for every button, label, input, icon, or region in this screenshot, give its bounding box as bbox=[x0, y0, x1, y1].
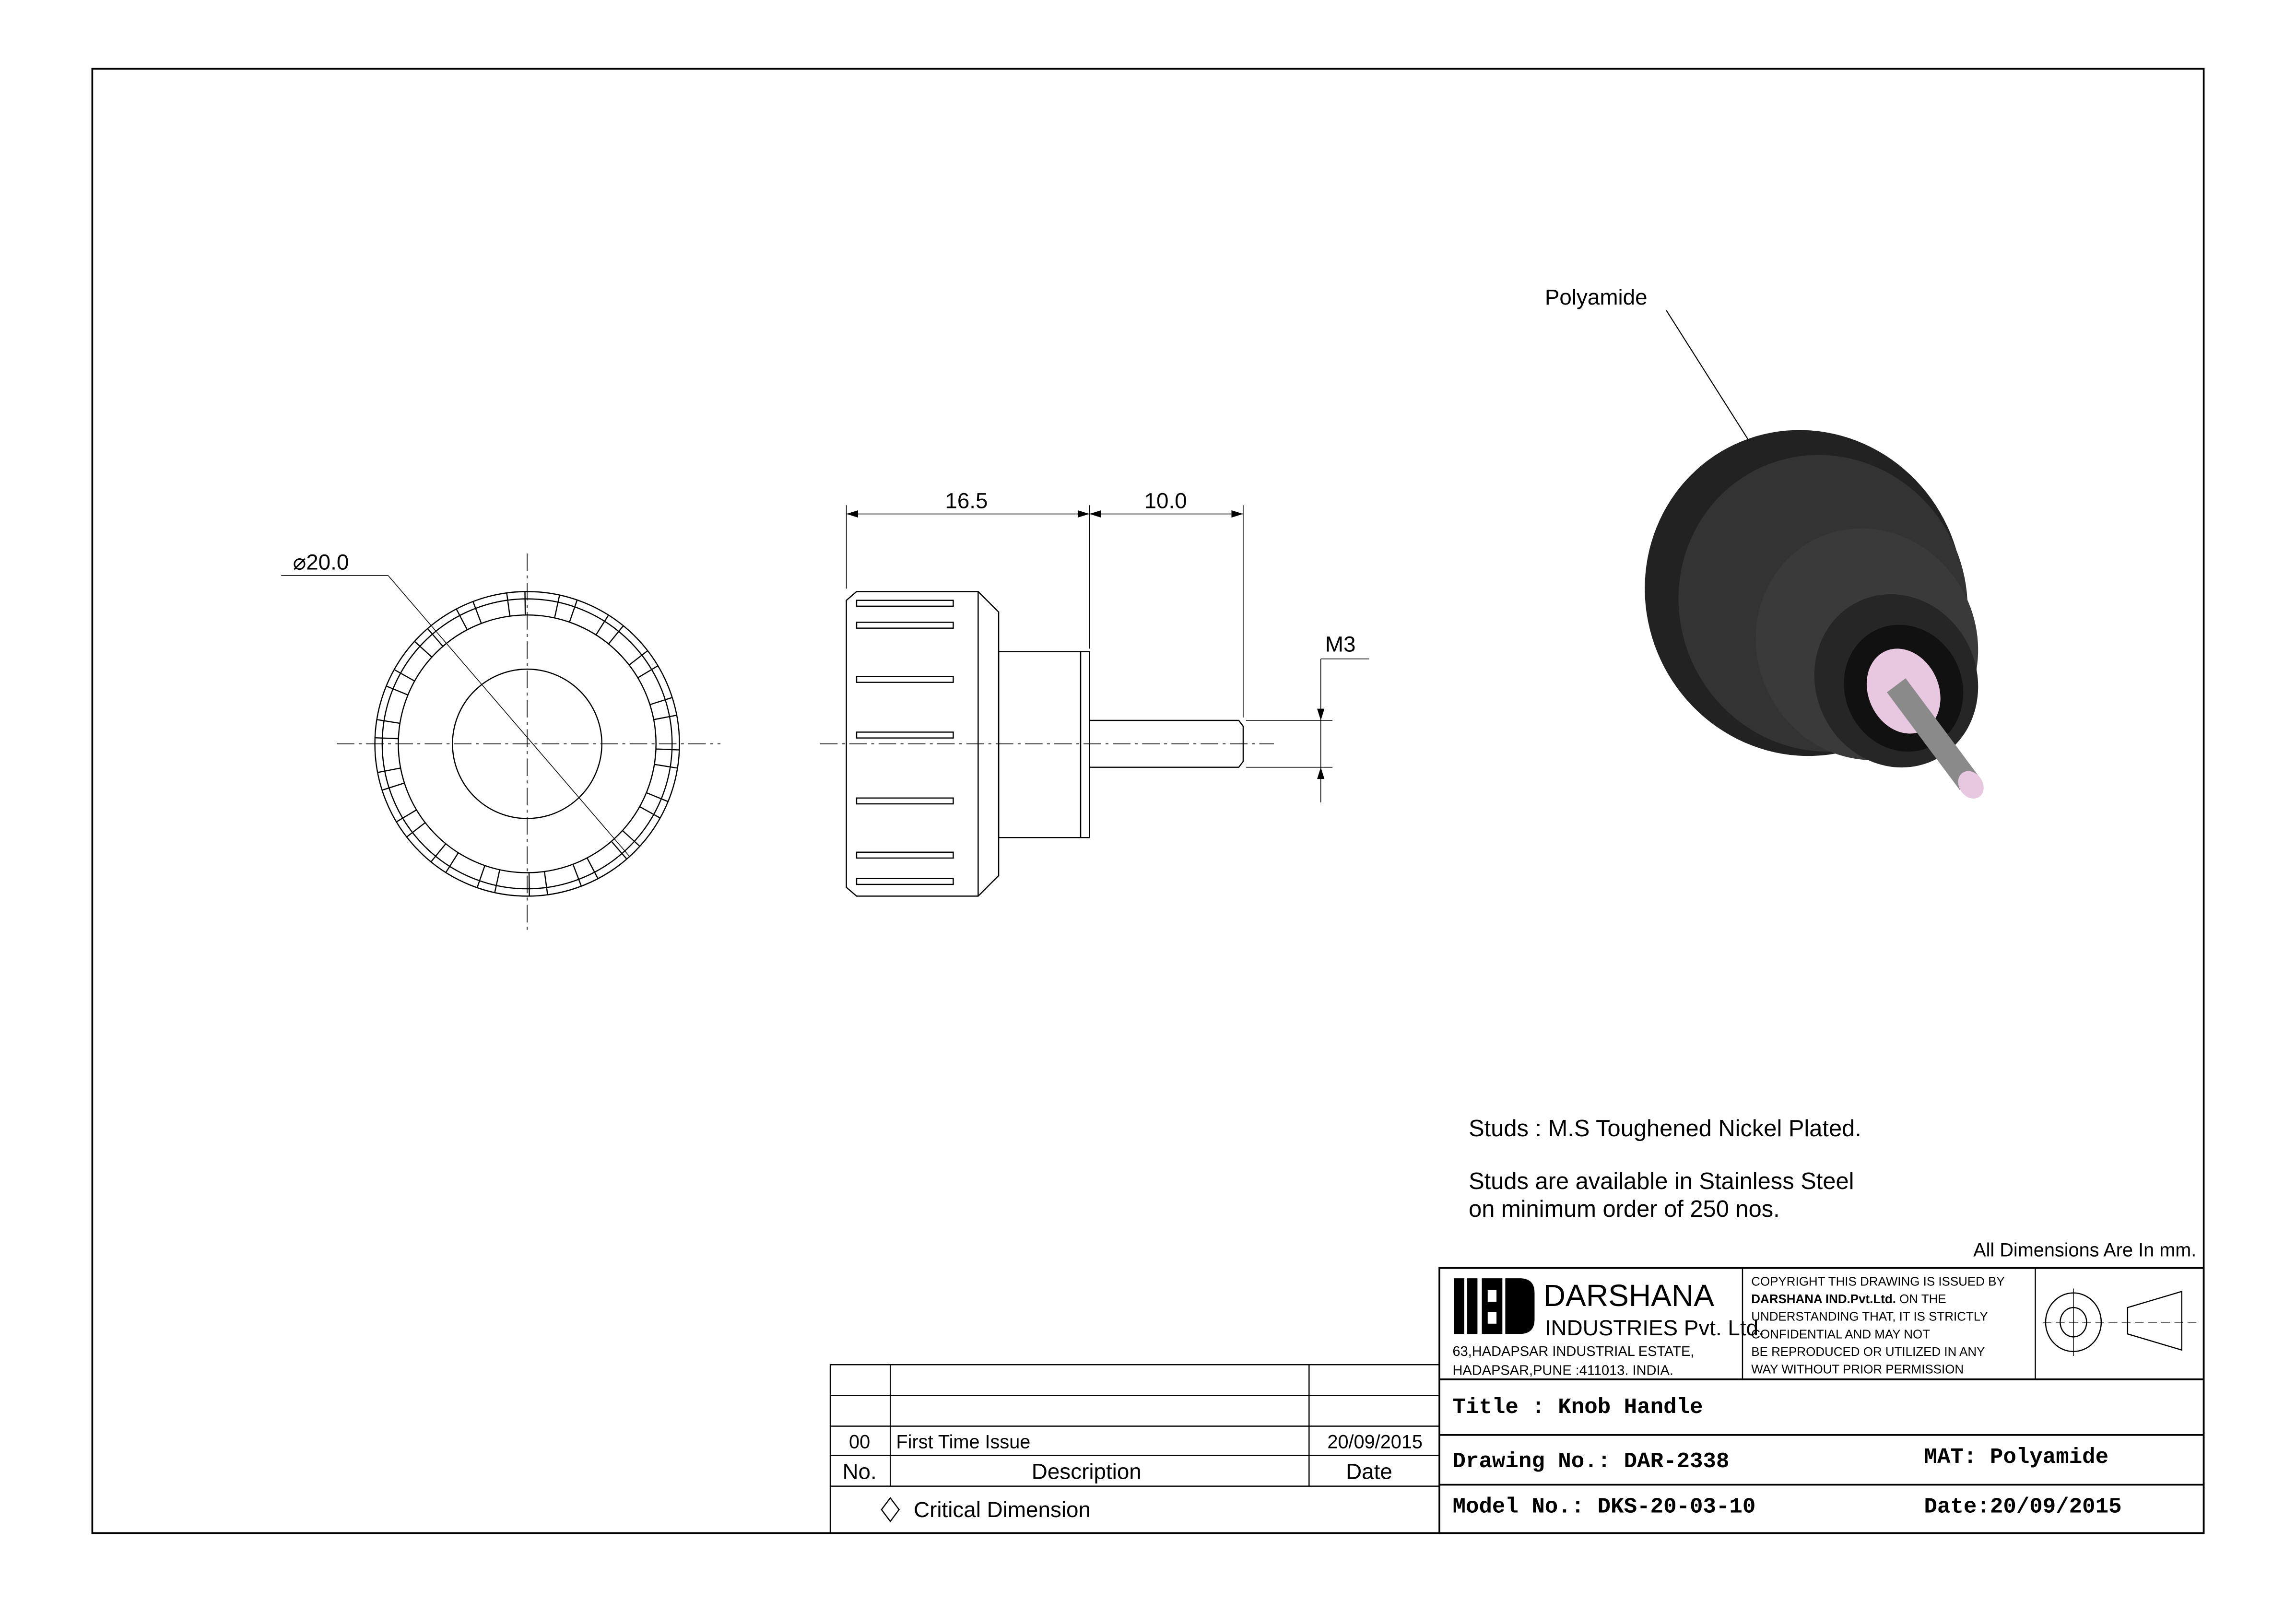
rib-line bbox=[394, 669, 415, 682]
header-no: No. bbox=[842, 1459, 876, 1483]
groove bbox=[856, 797, 954, 805]
drawing-number: Drawing No.: DAR-2338 bbox=[1452, 1449, 1729, 1474]
side-view: 16.5 10.0 M3 bbox=[820, 488, 1369, 897]
rib-line bbox=[445, 852, 459, 873]
company-name: DARSHANA bbox=[1543, 1278, 1714, 1313]
isometric-render: Polyamide bbox=[1545, 285, 1984, 799]
rib-line bbox=[656, 748, 680, 751]
projection-symbol-icon bbox=[2042, 1288, 2197, 1356]
title-block: DARSHANA INDUSTRIES Pvt. Ltd. 63,HADAPSA… bbox=[1438, 1267, 2205, 1534]
material-callout: Polyamide bbox=[1545, 285, 1648, 309]
stud-length-dimension: 10.0 bbox=[1144, 488, 1187, 513]
rib-line bbox=[494, 870, 501, 893]
rib-line bbox=[377, 719, 400, 724]
diameter-dimension: ⌀20.0 bbox=[293, 550, 349, 575]
header-description: Description bbox=[1032, 1459, 1142, 1483]
rib-line bbox=[628, 650, 648, 666]
rib-line bbox=[653, 714, 677, 720]
rib-line bbox=[595, 614, 609, 636]
rib-line bbox=[382, 782, 405, 791]
rib-line bbox=[608, 625, 624, 645]
revision-no: 00 bbox=[849, 1431, 870, 1452]
rib-line bbox=[572, 864, 582, 887]
company-address-1: 63,HADAPSAR INDUSTRIAL ESTATE, bbox=[1452, 1344, 1694, 1359]
drawing-title: Title : Knob Handle bbox=[1452, 1395, 1703, 1420]
rib-line bbox=[506, 593, 511, 616]
revision-description: First Time Issue bbox=[896, 1431, 1030, 1452]
rib-line bbox=[528, 872, 530, 896]
groove bbox=[856, 851, 954, 859]
availability-note-2: on minimum order of 250 nos. bbox=[1469, 1196, 1780, 1222]
rib-line bbox=[646, 792, 669, 802]
rib-line bbox=[430, 843, 447, 862]
diamond-icon bbox=[881, 1497, 900, 1522]
copyright-line: WAY WITHOUT PRIOR PERMISSION bbox=[1751, 1363, 1964, 1377]
rib-line bbox=[639, 806, 660, 819]
revision-date: 20/09/2015 bbox=[1327, 1431, 1423, 1452]
rib-line bbox=[586, 858, 599, 879]
groove bbox=[856, 622, 954, 629]
rib-line bbox=[472, 601, 482, 624]
rib-line bbox=[456, 609, 468, 630]
copyright-line: COPYRIGHT THIS DRAWING IS ISSUED BY bbox=[1751, 1275, 2004, 1288]
rib-line bbox=[649, 697, 672, 706]
rib-line bbox=[406, 822, 426, 838]
rib-line bbox=[414, 641, 433, 658]
groove bbox=[856, 878, 954, 885]
availability-note-1: Studs are available in Stainless Steel bbox=[1469, 1168, 1854, 1194]
copyright-line: DARSHANA IND.Pvt.Ltd. ON THE bbox=[1751, 1293, 1946, 1306]
rib-line bbox=[377, 767, 401, 773]
rib-line bbox=[427, 628, 444, 647]
thread-dimension: M3 bbox=[1325, 632, 1356, 657]
rib-line bbox=[637, 665, 659, 679]
rib-line bbox=[622, 830, 640, 847]
drawing-date: Date:20/09/2015 bbox=[1924, 1495, 2122, 1519]
rib-line bbox=[543, 871, 548, 895]
copyright-line: CONFIDENTIAL AND MAY NOT bbox=[1751, 1328, 1930, 1341]
company-logo bbox=[1454, 1278, 1535, 1334]
rib-line bbox=[654, 764, 678, 769]
groove bbox=[856, 731, 954, 739]
knob-length-dimension: 16.5 bbox=[945, 488, 988, 513]
studs-note: Studs : M.S Toughened Nickel Plated. bbox=[1469, 1116, 1861, 1142]
rib-line bbox=[554, 595, 560, 618]
units-note: All Dimensions Are In mm. bbox=[1973, 1239, 2196, 1260]
copyright-line: BE REPRODUCED OR UTILIZED IN ANY bbox=[1751, 1345, 1985, 1359]
critical-dimension-label: Critical Dimension bbox=[914, 1497, 1091, 1522]
material: MAT: Polyamide bbox=[1924, 1445, 2109, 1470]
rib-line bbox=[611, 841, 627, 859]
rib-line bbox=[375, 737, 399, 740]
rib-line bbox=[569, 600, 578, 623]
front-view: ⌀20.0 bbox=[281, 550, 721, 934]
groove bbox=[856, 600, 954, 607]
rib-line bbox=[386, 685, 408, 696]
rib-line bbox=[476, 865, 486, 888]
company-address-2: HADAPSAR,PUNE :411013. INDIA. bbox=[1452, 1363, 1673, 1378]
header-date: Date bbox=[1346, 1459, 1392, 1483]
company-subtitle: INDUSTRIES Pvt. Ltd. bbox=[1545, 1316, 1765, 1340]
groove bbox=[856, 676, 954, 683]
copyright-line: UNDERSTANDING THAT, IT IS STRICTLY bbox=[1751, 1310, 1988, 1324]
rib-line bbox=[396, 809, 417, 823]
model-number: Model No.: DKS-20-03-10 bbox=[1452, 1495, 1755, 1519]
revision-table: 00 First Time Issue 20/09/2015 No. Descr… bbox=[829, 1364, 1440, 1534]
